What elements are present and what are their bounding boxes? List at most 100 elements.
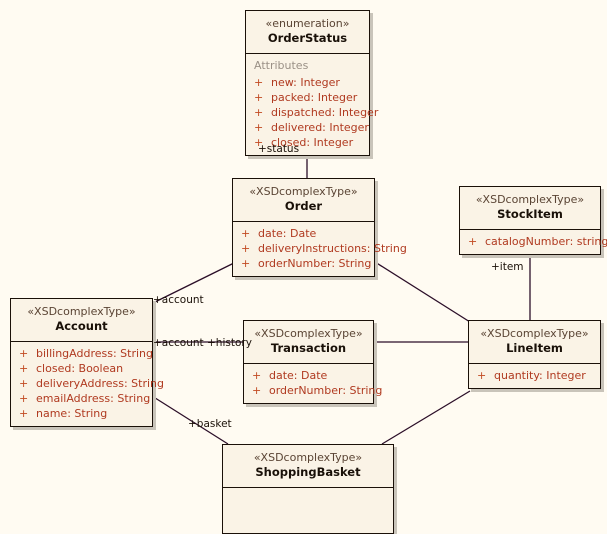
- class-attributes: + billingAddress: String + closed: Boolean…: [11, 342, 164, 427]
- compartment-divider: [244, 363, 373, 365]
- class-header: «XSDcomplexType» LineItem: [469, 321, 600, 363]
- attribute-text: closed: Boolean: [36, 362, 124, 376]
- attribute-visibility: +: [241, 257, 251, 271]
- class-transaction[interactable]: «XSDcomplexType» Transaction + date: Date…: [243, 320, 382, 405]
- compartment-divider: [233, 221, 374, 223]
- edge-label-account-lower: +account: [153, 337, 204, 349]
- attribute-visibility: +: [468, 235, 478, 249]
- class-attributes: Attributes + new: Integer + packed: Intege…: [246, 54, 378, 156]
- edge-label-item: +item: [491, 261, 524, 273]
- attribute-visibility: +: [254, 121, 264, 135]
- class-stereotype: «XSDcomplexType»: [27, 305, 136, 318]
- attribute-row: + closed: Boolean: [11, 361, 152, 376]
- class-header: «enumeration» OrderStatus: [246, 11, 369, 53]
- class-stereotype: «enumeration»: [265, 17, 350, 30]
- class-name: Order: [284, 199, 323, 213]
- class-name: LineItem: [506, 341, 563, 355]
- compartment-divider: [223, 487, 393, 489]
- attribute-row: + name: String: [11, 406, 152, 421]
- attribute-row: + date: Date: [233, 226, 374, 241]
- class-header: «XSDcomplexType» ShoppingBasket: [223, 445, 393, 487]
- attribute-row: + emailAddress: String: [11, 391, 152, 406]
- compartment-divider: [460, 229, 600, 231]
- attribute-visibility: +: [254, 136, 264, 150]
- attribute-visibility: +: [19, 407, 29, 421]
- attribute-text: catalogNumber: string: [485, 235, 607, 249]
- attribute-visibility: +: [252, 369, 262, 383]
- class-header: «XSDcomplexType» Account: [11, 299, 152, 341]
- class-stereotype: «XSDcomplexType»: [254, 327, 363, 340]
- edge-order-lineitem: [374, 261, 471, 323]
- edge-label-account-upper: +account: [153, 294, 204, 306]
- class-name: Transaction: [270, 341, 347, 355]
- attribute-text: deliveryInstructions: String: [258, 242, 407, 256]
- attribute-visibility: +: [19, 347, 29, 361]
- class-attributes: + catalogNumber: string: [460, 230, 607, 255]
- attribute-text: emailAddress: String: [36, 392, 151, 406]
- class-order[interactable]: «XSDcomplexType» Order +date: Date +deli…: [232, 178, 407, 278]
- attribute-text: quantity: Integer: [494, 369, 586, 383]
- class-stereotype: «XSDcomplexType»: [253, 451, 363, 464]
- attribute-row: + quantity: Integer: [469, 368, 600, 383]
- class-attributes: [223, 488, 393, 534]
- attribute-text: orderNumber: String: [258, 257, 372, 271]
- attribute-row: + deliveryInstructions: String: [233, 241, 407, 256]
- class-header: «XSDcomplexType» Transaction: [244, 321, 373, 363]
- class-name: OrderStatus: [267, 31, 348, 45]
- attribute-text: new: Integer: [271, 76, 340, 90]
- attribute-visibility: +: [19, 377, 29, 391]
- attribute-visibility: +: [19, 362, 29, 376]
- class-attributes: + quantity: Integer: [469, 364, 600, 389]
- attribute-text: name: String: [36, 407, 108, 421]
- class-line-item[interactable]: «XSDcomplexType» LineItem + quantity: Int…: [468, 320, 601, 390]
- attribute-text: closed: Integer: [271, 136, 354, 150]
- attribute-visibility: +: [241, 227, 251, 241]
- class-header: «XSDcomplexType» StockItem: [460, 187, 600, 229]
- attribute-visibility: +: [477, 369, 487, 383]
- attribute-row: + catalogNumber: string: [460, 234, 607, 249]
- class-shopping-basket[interactable]: «XSDcomplexType» ShoppingBasket: [222, 444, 394, 534]
- attribute-visibility: +: [254, 91, 264, 105]
- edge-label-history: +history: [207, 337, 252, 349]
- attribute-row: + new: Integer: [246, 75, 369, 90]
- attribute-row: + orderNumber: String: [244, 383, 382, 398]
- class-order-status[interactable]: «enumeration» OrderStatus Attributes + ne…: [245, 10, 378, 157]
- edge-lineitem-shoppingbasket: [381, 390, 471, 445]
- attribute-row: + billingAddress: String: [11, 346, 153, 361]
- class-attributes: + date: Date + orderNumber: String: [244, 364, 382, 404]
- class-name: StockItem: [497, 207, 563, 221]
- attribute-text: orderNumber: String: [269, 384, 383, 398]
- attribute-visibility: +: [252, 384, 262, 398]
- edge-label-basket: +basket: [188, 418, 232, 430]
- attribute-text: packed: Integer: [271, 91, 358, 105]
- attribute-visibility: +: [241, 242, 251, 256]
- attribute-row: + date: Date: [244, 368, 373, 383]
- attribute-text: deliveryAddress: String: [36, 377, 165, 391]
- class-stereotype: «XSDcomplexType»: [480, 327, 589, 340]
- attribute-text: date: Date: [258, 227, 317, 241]
- attribute-row: + deliveryAddress: String: [11, 376, 164, 391]
- attribute-row: + packed: Integer: [246, 90, 369, 105]
- compartment-title: Attributes: [254, 59, 309, 73]
- edge-label-status: +status: [258, 143, 300, 155]
- compartment-divider: [11, 341, 152, 343]
- attribute-visibility: +: [254, 106, 264, 120]
- class-stereotype: «XSDcomplexType»: [475, 193, 585, 206]
- attribute-row: + closed: Integer: [246, 135, 369, 150]
- attribute-row: + delivered: Integer: [246, 120, 369, 135]
- attribute-text: date: Date: [269, 369, 328, 383]
- attribute-text: delivered: Integer: [271, 121, 369, 135]
- class-name: Account: [55, 319, 108, 333]
- attribute-text: billingAddress: String: [36, 347, 153, 361]
- compartment-divider: [246, 53, 369, 55]
- compartment-divider: [469, 363, 600, 365]
- attribute-visibility: +: [254, 76, 264, 90]
- attribute-row: + orderNumber: String: [233, 256, 374, 271]
- attribute-row: + dispatched: Integer: [246, 105, 378, 120]
- class-stock-item[interactable]: «XSDcomplexType» StockItem + catalogNumbe…: [459, 186, 607, 256]
- attribute-text: dispatched: Integer: [271, 106, 379, 120]
- class-name: ShoppingBasket: [255, 465, 361, 479]
- attribute-visibility: +: [19, 392, 29, 406]
- class-account[interactable]: «XSDcomplexType» Account + billingAddress…: [10, 298, 164, 428]
